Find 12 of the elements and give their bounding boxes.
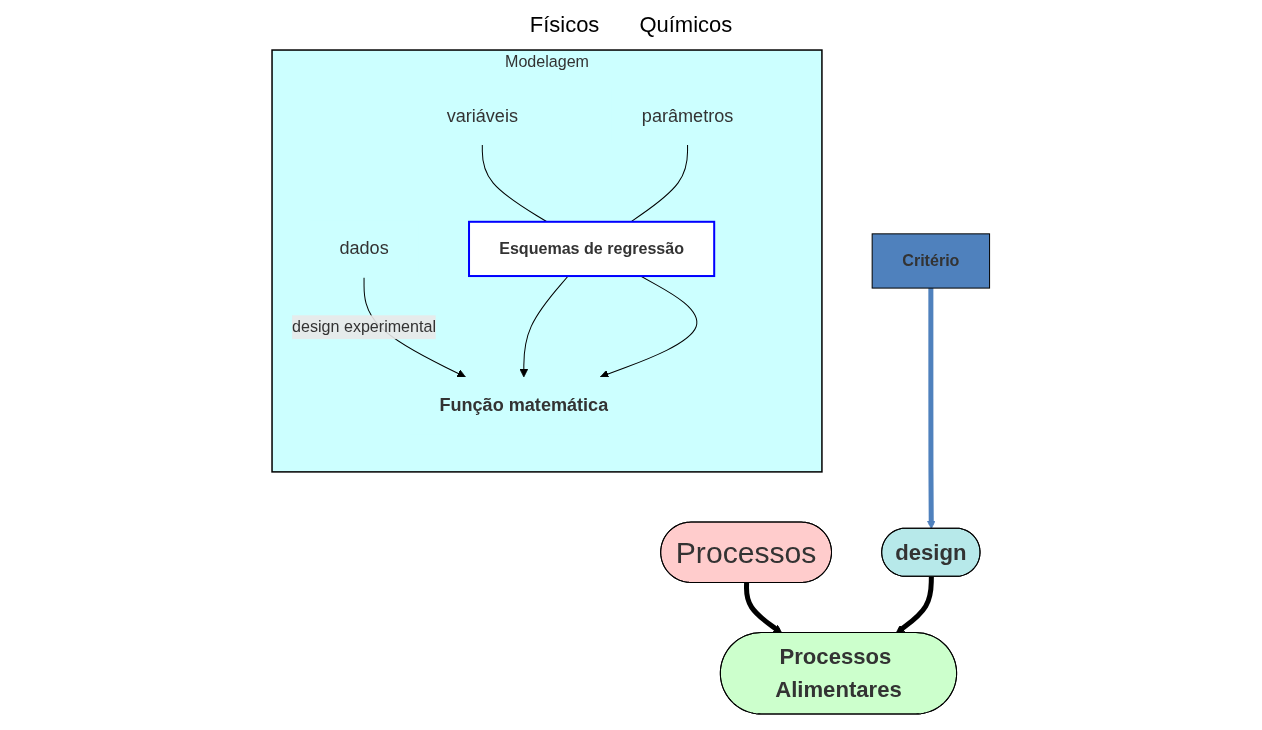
node-text: dados <box>339 238 389 259</box>
process-type-label: Físicos <box>529 12 600 38</box>
process-type-label: Químicos <box>639 12 733 38</box>
node-box: Esquemas de regressão <box>468 220 716 278</box>
arrow <box>744 582 783 634</box>
node-box: Critério <box>871 233 991 289</box>
node-text: Função matemática <box>439 395 609 416</box>
edge-label: design experimental <box>292 318 437 336</box>
node-text: variáveis <box>446 105 519 126</box>
arrow <box>927 288 936 530</box>
node-text: parâmetros <box>642 105 734 126</box>
arrow <box>895 576 935 634</box>
